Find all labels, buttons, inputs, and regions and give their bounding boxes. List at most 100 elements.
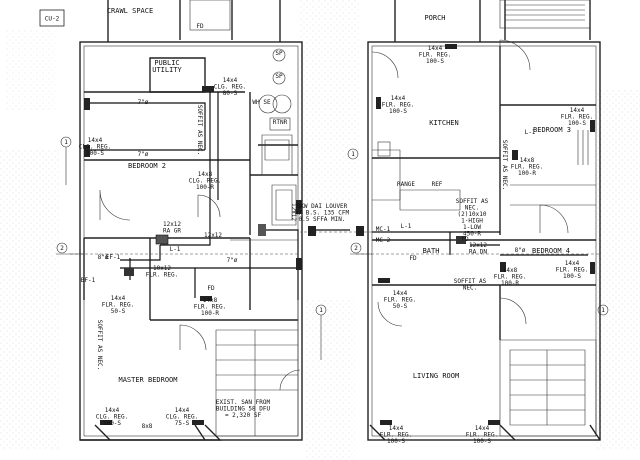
note-n14-line: CLG. REG.: [166, 414, 199, 421]
vertical-note-v3: SOFFIT AS NEC.: [96, 320, 103, 371]
room-label-kitchen: KITCHEN: [429, 119, 459, 127]
note-n4-line: FLR. REG.: [419, 52, 452, 59]
note-n5-line: 14x4: [391, 95, 406, 102]
note-n2-line: 14x4: [88, 137, 103, 144]
note-n2-line: CLG. REG.: [79, 144, 112, 151]
tag-t1: 7"ø: [138, 99, 149, 106]
note-n19-line: FLR. REG.: [146, 272, 179, 279]
note-n12-line: 100-R: [201, 310, 219, 317]
tag-t5: 8"ø: [515, 247, 526, 254]
note-n20-line: = 2,320 SF: [225, 412, 262, 419]
sheet-tag: CU-2: [39, 9, 65, 27]
note-n7-line: 14x8: [520, 157, 535, 164]
note-n22-line: 1-HIGH: [461, 218, 483, 225]
note-n1-line: 80-S: [223, 90, 238, 97]
note-n15-line: 14x4: [389, 425, 404, 432]
right-door-swings: [371, 39, 569, 327]
note-n5-line: FLR. REG.: [382, 102, 415, 109]
note-n11-line: 14x4: [565, 260, 580, 267]
note-n7-line: FLR. REG.: [511, 164, 544, 171]
note-n6-line: FLR. REG.: [561, 114, 594, 121]
note-n20-line: BUILDING 58 DFU: [216, 406, 271, 413]
tag-t25: L-1: [525, 129, 536, 136]
tag-t2: 7"ø: [138, 151, 149, 158]
note-n12-line: FLR. REG.: [194, 304, 227, 311]
tag-t24: L-1: [401, 223, 412, 230]
grid-bubble-g6: 2: [354, 245, 358, 252]
note-n21-line: 0.5 SFFA MIN.: [299, 216, 346, 223]
note-n10-line: FLR. REG.: [494, 274, 527, 281]
grid-bubble-g2: 1: [351, 151, 355, 158]
ductwork: [70, 92, 600, 300]
note-n6-line: 14x4: [570, 107, 585, 114]
note-n18-line: RA DN: [469, 249, 487, 256]
note-n8-line: FLR. REG.: [102, 302, 135, 309]
grid-bubble-g5: 2: [60, 245, 64, 252]
note-n3-line: 100-R: [196, 184, 214, 191]
note-n4-line: 100-S: [426, 58, 444, 65]
note-n7-line: 100-R: [518, 170, 536, 177]
note-n16-line: FLR. REG.: [466, 432, 499, 439]
note-n1-line: CLG. REG.: [214, 84, 247, 91]
tag-t14: RTNR: [273, 119, 288, 126]
tag-t23: MC-2: [376, 237, 391, 244]
note-n19-line: 10x12: [153, 265, 171, 272]
note-n18-line: 12x12: [469, 242, 487, 249]
tag-t10: WH: [252, 99, 260, 106]
note-n22-line: 1-LOW: [463, 224, 481, 231]
note-n16-line: 100-S: [473, 438, 491, 445]
left-unit-walls: [79, 0, 303, 441]
note-n22-line: NEC.: [465, 205, 479, 212]
note-n17-line: RA GR: [163, 228, 181, 235]
left-door-swings: [99, 189, 301, 391]
note-n22-line: SOFFIT AS: [456, 198, 489, 205]
tag-t11: SP: [275, 50, 283, 57]
note-n3-line: CLG. REG.: [189, 178, 222, 185]
note-n9-line: FLR. REG.: [384, 297, 417, 304]
room-label-utility2: UTILITY: [152, 66, 182, 74]
room-label-master: MASTER BEDROOM: [118, 376, 177, 384]
note-n23-line: NEC.: [463, 285, 477, 292]
tag-t21: L-1: [170, 246, 181, 253]
note-n15-line: 100-S: [387, 438, 405, 445]
sheet-tag-text: CU-2: [45, 16, 60, 23]
registers: [84, 44, 595, 425]
note-n11-line: FLR. REG.: [556, 267, 589, 274]
note-n4-line: 14x4: [428, 45, 443, 52]
note-n21-line: W/ B.S. 135 CFM: [295, 210, 350, 217]
note-n8-line: 14x4: [111, 295, 126, 302]
tag-t3: 12x12: [204, 232, 222, 239]
grid-bubble-g3: 1: [319, 307, 323, 314]
note-n14-line: 14x4: [175, 407, 190, 414]
note-n13-line: 14x4: [105, 407, 120, 414]
tag-t22: MC-1: [376, 226, 391, 233]
note-n20-line: EXIST. SAN FROM: [216, 399, 271, 406]
tag-t7: 8x8: [142, 423, 153, 430]
note-n6-line: 100-S: [568, 120, 586, 127]
grid-bubble-g1: 1: [64, 139, 68, 146]
note-n15-line: FLR. REG.: [380, 432, 413, 439]
vertical-note-v2: SOFFIT AS NEC.: [501, 140, 508, 191]
note-n23-line: SOFFIT AS: [454, 278, 487, 285]
note-n21-line: BKW DAI LOUVER: [297, 203, 348, 210]
tag-t8: RANGE: [397, 181, 415, 188]
room-label-bed4: BEDROOM 4: [532, 247, 570, 255]
note-n1-line: 14x4: [223, 77, 238, 84]
room-label-bed2: BEDROOM 2: [128, 162, 166, 170]
tag-t6: 8"ø: [98, 254, 109, 261]
room-label-porch: PORCH: [424, 14, 445, 22]
vertical-note-v4: 12x12: [290, 203, 297, 221]
note-n14-line: 75-S: [175, 420, 190, 427]
room-label-living: LIVING ROOM: [413, 372, 459, 380]
note-n10-line: 14x8: [503, 267, 518, 274]
tag-t4: 7"ø: [227, 257, 238, 264]
room-label-utility1: PUBLIC: [154, 59, 179, 67]
note-n12-line: 14x8: [203, 297, 218, 304]
note-n11-line: 100-S: [563, 273, 581, 280]
tag-t15: FD: [196, 23, 204, 30]
tag-t12: SP: [275, 73, 283, 80]
room-label-bed3: BEDROOM 3: [533, 126, 571, 134]
